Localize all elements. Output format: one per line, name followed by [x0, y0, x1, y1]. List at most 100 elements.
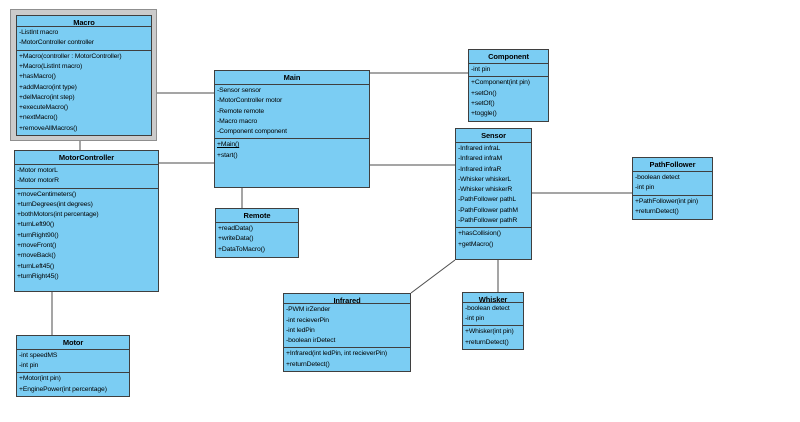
methods-compartment: +Whisker(int pin) +returnDetect() — [463, 325, 523, 349]
method: +hasCollision() — [458, 230, 501, 238]
method: +DataToMacro() — [218, 245, 265, 253]
attribute: -boolean detect — [635, 174, 680, 181]
class-motorcontroller[interactable]: MotorController -Motor motorL -Motor mot… — [14, 150, 159, 292]
method: +addMacro(int type) — [19, 83, 77, 91]
class-title: Component — [488, 52, 529, 61]
attributes-compartment: -Sensor sensor -MotorController motor -R… — [215, 84, 369, 138]
class-title: Main — [283, 73, 301, 82]
method: +returnDetect() — [286, 360, 330, 368]
attributes-compartment: -boolean detect -int pin — [463, 301, 523, 326]
attribute: -Infrared infraL — [458, 145, 501, 152]
method: +Motor(int pin) — [19, 375, 61, 383]
attribute: -Macro macro — [217, 117, 258, 125]
method: +executeMacro() — [19, 104, 68, 112]
connector-sensor-infrared[interactable] — [410, 259, 456, 294]
attribute: -int pin — [471, 66, 491, 73]
class-whisker[interactable]: Whisker -boolean detect -int pin +Whiske… — [462, 292, 524, 350]
attributes-compartment: -int pin — [469, 63, 548, 76]
method: +start() — [217, 151, 238, 159]
class-infrared[interactable]: Infrared -PWM irZender -int recieverPin … — [283, 293, 411, 372]
method: +Whisker(int pin) — [465, 328, 514, 336]
methods-compartment: +moveCentimeters() +turnDegrees(int degr… — [15, 187, 158, 291]
attribute: -Component component — [217, 128, 287, 136]
method: +turnLeft45() — [17, 262, 55, 270]
method: +nextMacro() — [19, 114, 58, 122]
method: +hasMacro() — [19, 73, 56, 81]
class-motor[interactable]: Motor -int speedMS -int pin +Motor(int p… — [16, 335, 130, 397]
attribute: -Whisker whiskerR — [458, 186, 513, 194]
method: +returnDetect() — [465, 338, 509, 346]
attribute: -Motor motorL — [17, 167, 58, 174]
method: +Macro(controller : MotorController) — [19, 52, 122, 60]
attribute: -boolean irDetect — [286, 337, 336, 345]
methods-compartment: +Component(int pin) +setOn() +setOf() +t… — [469, 76, 548, 121]
class-component[interactable]: Component -int pin +Component(int pin) +… — [468, 49, 549, 122]
attribute: -int pin — [19, 362, 39, 370]
attribute: -PathFollower pathM — [458, 206, 518, 214]
attribute: -PWM irZender — [286, 306, 331, 314]
method: +turnRight45() — [17, 272, 59, 280]
method: +moveFront() — [17, 242, 57, 250]
attributes-compartment: -PWM irZender -int recieverPin -int ledP… — [284, 303, 410, 347]
attributes-compartment: -int speedMS -int pin — [17, 348, 129, 373]
class-title: Infrared — [333, 296, 361, 304]
attribute: -PathFollower pathL — [458, 196, 516, 204]
class-title: Motor — [62, 338, 84, 347]
method: +Infrared(int ledPin, int recieverPin) — [286, 350, 388, 358]
methods-compartment: +Infrared(int ledPin, int recieverPin) +… — [284, 347, 410, 371]
attribute: -MotorController controller — [19, 39, 94, 47]
attribute: -Motor motorR — [17, 177, 59, 185]
class-macro[interactable]: Macro -ListInt macro -MotorController co… — [16, 15, 152, 136]
attribute: -boolean detect — [465, 304, 510, 312]
method: +setOn() — [471, 89, 497, 97]
class-title: Remote — [243, 211, 271, 220]
class-pathfollower[interactable]: PathFollower -boolean detect -int pin +P… — [632, 157, 713, 220]
class-title: MotorController — [58, 153, 115, 162]
methods-compartment: +Macro(controller : MotorController) +Ma… — [17, 49, 151, 135]
method: +turnDegrees(int degrees) — [17, 200, 93, 208]
method: +bothMotors(int percentage) — [17, 211, 99, 219]
method: +PathFollower(int pin) — [635, 197, 698, 205]
method: +removeAllMacros() — [19, 124, 78, 132]
class-title: Whisker — [478, 295, 508, 302]
attribute: -int ledPin — [286, 326, 315, 334]
method: +getMacro() — [458, 240, 494, 248]
methods-compartment: +readData() +writeData() +DataToMacro() — [216, 222, 298, 257]
attribute: -Remote remote — [217, 107, 265, 115]
attributes-compartment: -ListInt macro -MotorController controll… — [17, 26, 151, 50]
method: +readData() — [218, 225, 253, 232]
class-title: PathFollower — [649, 160, 696, 169]
class-title: Macro — [73, 18, 95, 27]
method: +writeData() — [218, 235, 254, 243]
attribute: -Infrared infraR — [458, 165, 502, 173]
attribute: -Sensor sensor — [217, 87, 261, 94]
attribute: -int pin — [465, 315, 485, 323]
methods-compartment: +Main() +start() — [215, 138, 369, 187]
attribute: -PathFollower pathR — [458, 217, 518, 225]
attribute: -int pin — [635, 184, 655, 192]
methods-compartment: +Motor(int pin) +EnginePower(int percent… — [17, 372, 129, 396]
methods-compartment: +PathFollower(int pin) +returnDetect() — [633, 194, 712, 219]
class-remote[interactable]: Remote +readData() +writeData() +DataToM… — [215, 208, 299, 258]
methods-compartment: +hasCollision() +getMacro() — [456, 227, 531, 259]
method: +moveBack() — [17, 252, 56, 260]
static-method: +Main() — [217, 141, 240, 149]
method: +turnLeft90() — [17, 221, 55, 229]
attribute: -ListInt macro — [19, 29, 59, 37]
attributes-compartment: -Infrared infraL -Infrared infraM -Infra… — [456, 142, 531, 227]
method: +returnDetect() — [635, 207, 679, 215]
method: +Macro(ListInt macro) — [19, 62, 83, 70]
method: +delMacro(int step) — [19, 93, 75, 101]
method: +turnRight90() — [17, 231, 59, 239]
class-sensor[interactable]: Sensor -Infrared infraL -Infrared infraM… — [455, 128, 532, 260]
attribute: -int recieverPin — [286, 316, 329, 324]
attribute: -Whisker whiskerL — [458, 175, 511, 183]
method: +EnginePower(int percentage) — [19, 385, 107, 393]
attribute: -Infrared infraM — [458, 155, 503, 163]
method: +setOf() — [471, 99, 495, 107]
attribute: -MotorController motor — [217, 97, 283, 105]
attributes-compartment: -Motor motorL -Motor motorR — [15, 164, 158, 188]
class-main[interactable]: Main -Sensor sensor -MotorController mot… — [214, 70, 370, 188]
